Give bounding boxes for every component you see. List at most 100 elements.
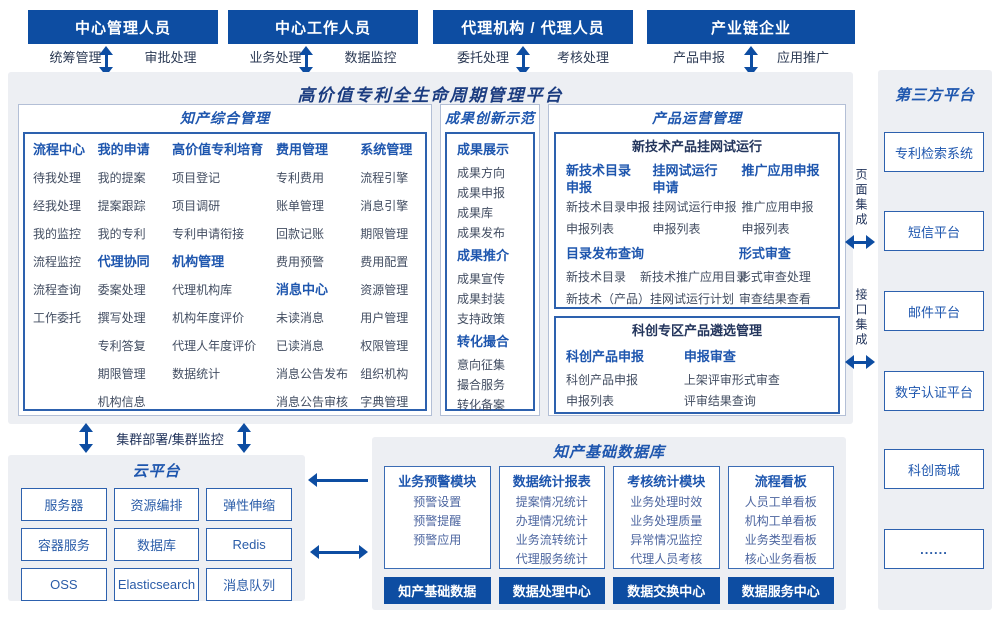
group-item: 代理服务统计 — [515, 552, 588, 566]
third-party-item: 专利检索系统 — [884, 132, 984, 172]
group-item: 机构信息 — [97, 395, 146, 409]
selection-columns: 科创产品申报 科创产品申报申报列表 申报审查 上架评审形式审查评审结果查询 — [556, 344, 838, 412]
group-item: 委案处理 — [97, 283, 146, 297]
group-items: 科创产品申报申报列表 — [566, 370, 684, 412]
group-item: 申报列表 — [741, 222, 790, 236]
group-item: 业务流转统计 — [515, 533, 588, 547]
group-item: 业务处理质量 — [630, 514, 703, 528]
double-arrow-horizontal-icon — [845, 234, 875, 250]
group-header: 数据统计报表 — [512, 474, 591, 489]
group-header: 转化撮合 — [457, 334, 510, 349]
group-item: 支持政策 — [457, 312, 506, 326]
db-center-button: 数据处理中心 — [498, 577, 605, 604]
group-item: 代理人年度评价 — [172, 339, 257, 353]
cloud-platform-title: 云平台 — [132, 463, 181, 480]
group-item: 提案跟踪 — [97, 199, 146, 213]
group-item: 项目调研 — [172, 199, 221, 213]
group-item: 新技术（产品）挂网试运行计划 — [566, 292, 735, 306]
group-items: 新技术目录申报申报列表 — [566, 196, 652, 240]
group-item: 期限管理 — [97, 367, 146, 381]
role-label: 统筹管理 — [49, 49, 102, 65]
group-header: 我的申请 — [97, 142, 150, 157]
double-arrow-vertical-icon — [743, 46, 759, 76]
group-item: 费用配置 — [360, 255, 409, 269]
third-party-item: 科创商城 — [884, 449, 984, 489]
group-items: 委案处理撰写处理专利答复期限管理机构信息 — [98, 276, 172, 416]
role-label: 产品申报 — [672, 49, 725, 65]
group-item: 申报列表 — [566, 222, 615, 236]
ip-column: 费用管理 专利费用账单管理回款记账费用预警 消息中心 未读消息已读消息消息公告发… — [276, 136, 360, 409]
group-item: 回款记账 — [276, 227, 325, 241]
group-item: 组织机构 — [360, 367, 409, 381]
group-item: 用户管理 — [360, 311, 409, 325]
ip-column: 高价值专利培育 项目登记项目调研专利申请衔接 机构管理 代理机构库机构年度评价代… — [172, 136, 276, 409]
group-header: 成果推介 — [457, 248, 510, 263]
catalog-query-group: 目录发布查询 新技术目录 新技术推广应用目录 新技术（产品）挂网试运行计划 — [566, 242, 748, 310]
subsection-title: 科创专区产品遴选管理 — [631, 323, 762, 338]
db-modules: 业务预警模块 预警设置预警提醒预警应用 数据统计报表 提案情况统计办理情况统计业… — [384, 466, 834, 569]
arrow-left-icon — [308, 472, 370, 488]
role-label: 考核处理 — [556, 49, 609, 65]
cloud-cell: 服务器 — [21, 488, 107, 521]
double-arrow-vertical-icon — [236, 423, 252, 453]
group-item: 转化备案 — [457, 398, 506, 412]
section-ip-management: 知产综合管理 流程中心 待我处理经我处理我的监控流程监控流程查询工作委托 我的申… — [18, 104, 432, 416]
group-item: 推广应用申报 — [741, 200, 814, 214]
cloud-cell: Redis — [206, 528, 292, 561]
group-header: 成果展示 — [457, 142, 510, 157]
ip-database-title: 知产基础数据库 — [552, 444, 665, 461]
group-item: 办理情况统计 — [515, 514, 588, 528]
group-header: 系统管理 — [360, 142, 413, 157]
db-buttons: 知产基础数据数据处理中心数据交换中心数据服务中心 — [384, 577, 834, 604]
trial-run-box: 新技术产品挂网试运行 新技术目录申报 新技术目录申报申报列表 挂网试运行申请 挂… — [554, 132, 840, 309]
ip-column: 系统管理 流程引擎消息引擎期限管理费用配置资源管理用户管理权限管理组织机构字典管… — [360, 136, 425, 409]
double-arrow-horizontal-icon — [310, 544, 368, 560]
role-bar-center-manager: 中心管理人员 — [28, 10, 218, 44]
trial-column: 挂网试运行申请 挂网试运行申报申报列表 — [652, 160, 741, 240]
group-item: 经我处理 — [33, 199, 82, 213]
group-items: 待我处理经我处理我的监控流程监控流程查询工作委托 — [33, 164, 98, 332]
role-label: 审批处理 — [144, 49, 197, 65]
db-module: 业务预警模块 预警设置预警提醒预警应用 — [384, 466, 491, 569]
cluster-label: 集群部署/集群监控 — [116, 432, 224, 447]
group-item: 资源管理 — [360, 283, 409, 297]
group-header: 科创产品申报 — [566, 349, 645, 364]
cloud-cell: 数据库 — [113, 528, 200, 561]
db-module: 考核统计模块 业务处理时效业务处理质量异常情况监控代理人员考核 — [613, 466, 720, 569]
third-party-item: 短信平台 — [884, 211, 984, 251]
group-item: 专利答复 — [97, 339, 146, 353]
group-items: 未读消息已读消息消息公告发布消息公告审核 — [276, 304, 360, 416]
group-header: 新技术目录申报 — [566, 163, 632, 195]
group-item: 费用预警 — [276, 255, 325, 269]
group-item: 审查结果查看 — [738, 292, 811, 306]
trial-columns: 新技术目录申报 新技术目录申报申报列表 挂网试运行申请 挂网试运行申报申报列表 … — [556, 160, 838, 240]
catalog-row: 新技术目录 新技术推广应用目录 — [566, 266, 748, 288]
double-arrow-vertical-icon — [78, 423, 94, 453]
group-item: 预警设置 — [413, 495, 462, 509]
role-labels: 委托处理 考核处理 — [433, 46, 633, 66]
ip-database-box: 知产基础数据库 业务预警模块 预警设置预警提醒预警应用 数据统计报表 提案情况统… — [372, 437, 846, 610]
section-title: 成果创新示范 — [445, 110, 535, 126]
ip-column: 我的申请 我的提案提案跟踪我的专利 代理协同 委案处理撰写处理专利答复期限管理机… — [98, 136, 172, 409]
role-bar-agency: 代理机构 / 代理人员 — [433, 10, 633, 44]
group-items: 预警设置预警提醒预警应用 — [385, 493, 490, 550]
group-header: 目录发布查询 — [566, 246, 645, 261]
group-item: 成果宣传 — [457, 272, 506, 286]
group-item: 未读消息 — [276, 311, 325, 325]
role-label: 委托处理 — [456, 49, 509, 65]
group-item: 专利申请衔接 — [172, 227, 245, 241]
group-item: 意向征集 — [457, 358, 506, 372]
role-labels: 业务处理 数据监控 — [228, 46, 418, 66]
cloud-cell: OSS — [21, 568, 107, 601]
group-items: 形式审查处理审查结果查看 — [739, 266, 828, 310]
group-item: 业务类型看板 — [744, 533, 817, 547]
role-label: 数据监控 — [344, 49, 397, 65]
role-labels: 产品申报 应用推广 — [647, 46, 855, 66]
group-items: 成果宣传成果封装支持政策 — [457, 269, 533, 329]
group-item: 成果方向 — [457, 166, 506, 180]
group-item: 工作委托 — [33, 311, 82, 325]
group-item: 机构工单看板 — [744, 514, 817, 528]
group-items: 挂网试运行申报申报列表 — [652, 196, 741, 240]
